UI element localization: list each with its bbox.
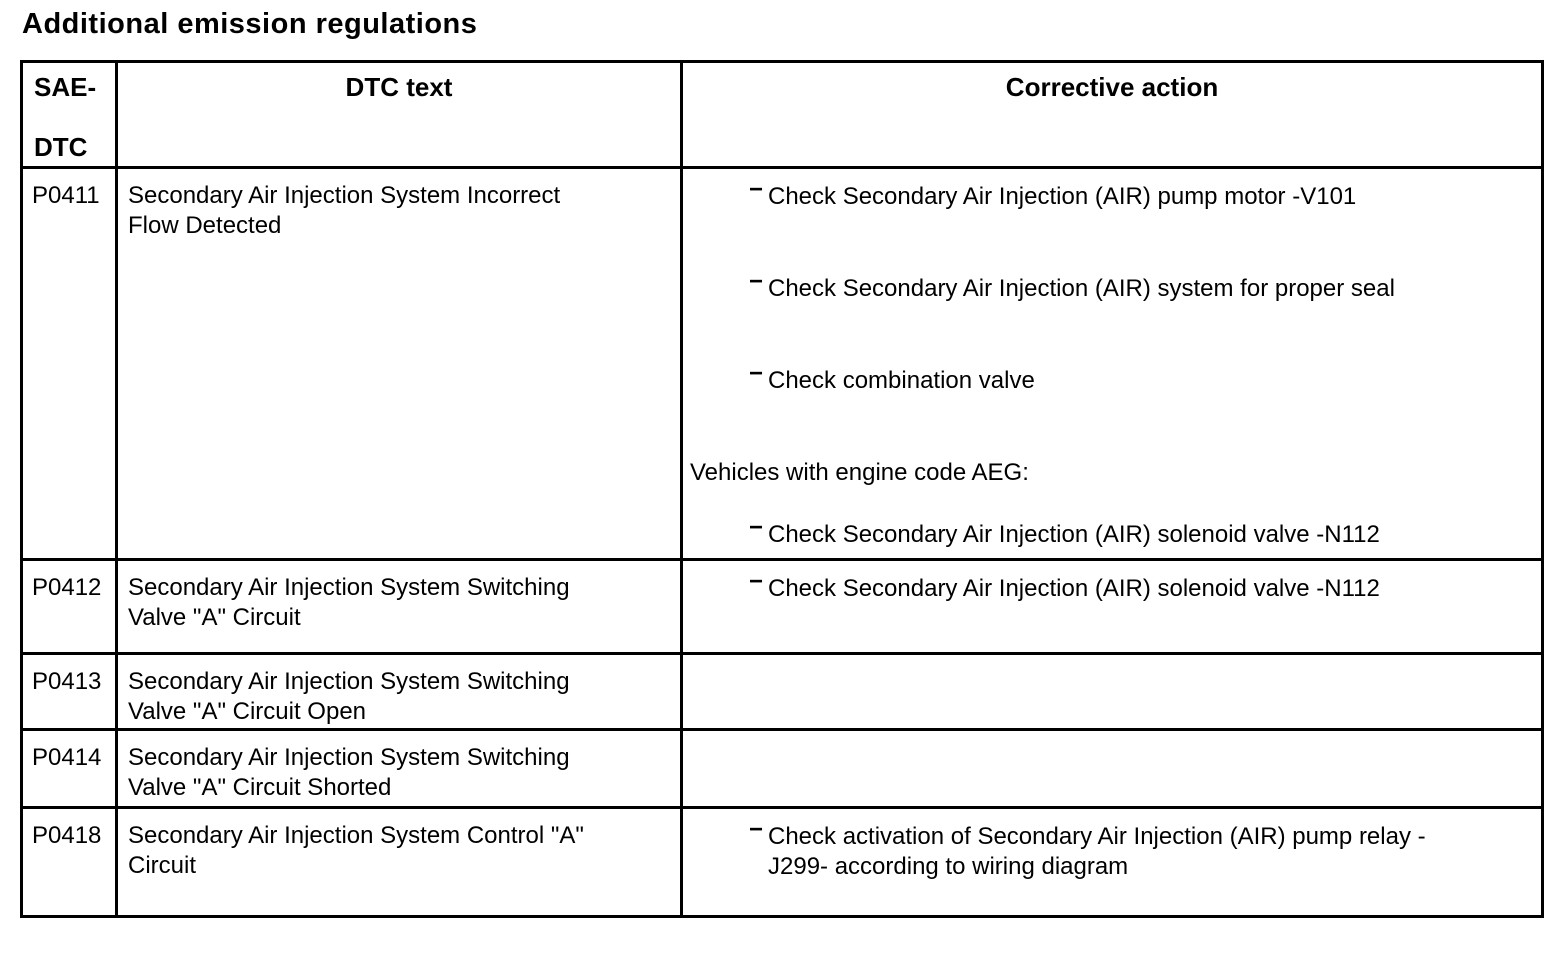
dash-bullet-icon: − xyxy=(749,816,764,843)
dtc-text-cell: Secondary Air Injection System Switching… xyxy=(115,652,683,731)
col-header-sae-dtc: SAE- DTC xyxy=(20,60,118,169)
note-line: Vehicles with engine code AEG: xyxy=(687,458,1535,488)
corrective-action-cell: −Check activation of Secondary Air Injec… xyxy=(680,806,1544,918)
corrective-action-cell xyxy=(680,728,1544,809)
corrective-action-cell: −Check Secondary Air Injection (AIR) sol… xyxy=(680,558,1544,655)
dtc-text-cell: Secondary Air Injection System Control "… xyxy=(115,806,683,918)
header-row: SAE- DTC DTC text Corrective action xyxy=(20,60,1544,169)
corrective-action-cell xyxy=(680,652,1544,731)
dash-bullet-icon: − xyxy=(749,514,764,541)
dtc-code-cell: P0413 xyxy=(20,652,118,731)
dtc-text-cell: Secondary Air Injection System Switching… xyxy=(115,728,683,809)
dtc-code-cell: P0414 xyxy=(20,728,118,809)
dtc-text: Secondary Air Injection System Switching… xyxy=(128,668,570,725)
dtc-code-cell: P0412 xyxy=(20,558,118,655)
table-header: SAE- DTC DTC text Corrective action xyxy=(20,60,1544,169)
dtc-code-cell: P0418 xyxy=(20,806,118,918)
dash-bullet-icon: − xyxy=(749,176,764,203)
action-line: −Check activation of Secondary Air Injec… xyxy=(687,816,1535,882)
action-line: −Check Secondary Air Injection (AIR) sol… xyxy=(687,568,1535,604)
dtc-text: Secondary Air Injection System Switching… xyxy=(128,744,570,801)
dtc-code-cell: P0411 xyxy=(20,166,118,561)
action-line: −Check Secondary Air Injection (AIR) sys… xyxy=(687,268,1535,304)
page-title: Additional emission regulations xyxy=(22,8,478,40)
dash-bullet-icon: − xyxy=(749,268,764,295)
dtc-text: Secondary Air Injection System Control "… xyxy=(128,822,584,879)
action-text: Check Secondary Air Injection (AIR) pump… xyxy=(768,183,1357,210)
dtc-text: Secondary Air Injection System Incorrect… xyxy=(128,182,561,239)
dash-bullet-icon: − xyxy=(749,568,764,595)
action-text: Check Secondary Air Injection (AIR) syst… xyxy=(768,275,1395,302)
dash-bullet-icon: − xyxy=(749,360,764,387)
action-text: Check activation of Secondary Air Inject… xyxy=(768,823,1426,880)
col-header-corrective-action: Corrective action xyxy=(680,60,1544,169)
action-text: Check combination valve xyxy=(768,367,1035,394)
action-text: Check Secondary Air Injection (AIR) sole… xyxy=(768,521,1380,548)
action-line: −Check Secondary Air Injection (AIR) sol… xyxy=(687,514,1535,550)
dtc-text: Secondary Air Injection System Switching… xyxy=(128,574,570,631)
dtc-text-cell: Secondary Air Injection System Incorrect… xyxy=(115,166,683,561)
dtc-text-cell: Secondary Air Injection System Switching… xyxy=(115,558,683,655)
dtc-table: SAE- DTC DTC text Corrective action P041… xyxy=(20,60,1544,918)
action-text: Vehicles with engine code AEG: xyxy=(690,459,1029,486)
action-text: Check Secondary Air Injection (AIR) sole… xyxy=(768,575,1380,602)
corrective-action-cell: −Check Secondary Air Injection (AIR) pum… xyxy=(680,166,1544,561)
action-line: −Check combination valve xyxy=(687,360,1535,396)
action-line: −Check Secondary Air Injection (AIR) pum… xyxy=(687,176,1535,212)
col-header-dtc-text: DTC text xyxy=(115,60,683,169)
